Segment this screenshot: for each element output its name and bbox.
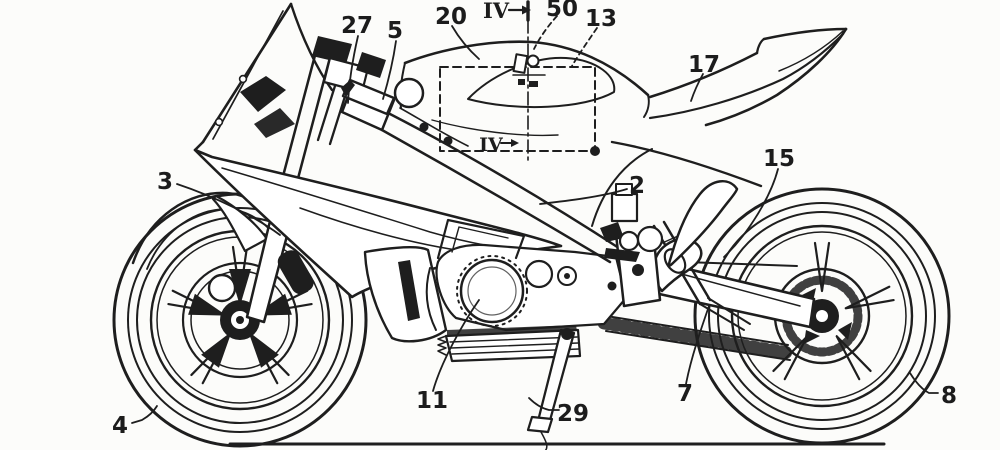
- part-label-50: 50: [546, 0, 578, 22]
- screen-rivet: [214, 117, 224, 127]
- part-labels: 27 5 20 IV 50 13 17 15 2 3 11 29 7 8 4 I…: [112, 0, 957, 439]
- part-label-13: 13: [585, 6, 617, 32]
- leader-lines: [131, 15, 939, 424]
- part-label-27: 27: [341, 13, 373, 39]
- section-iv-markers: [439, 0, 596, 164]
- part-label-2: 2: [629, 173, 645, 199]
- windscreen: [193, 2, 334, 152]
- rear-wheel: [693, 187, 951, 445]
- engine: [425, 218, 630, 363]
- part-label-3: 3: [157, 169, 173, 195]
- inspection-dashed-box: [439, 66, 596, 152]
- part-label-7: 7: [677, 381, 693, 407]
- front-brake-caliper: [277, 250, 314, 295]
- part-label-20: 20: [435, 4, 467, 30]
- crankcase-cover: [459, 258, 525, 324]
- front-fender: [131, 191, 285, 270]
- screen-rivet: [238, 74, 248, 84]
- iv-arrow-top: [522, 5, 531, 15]
- section-label-iv-inner: IV: [479, 134, 504, 156]
- part-label-5: 5: [387, 18, 403, 44]
- bar-end: [393, 77, 425, 109]
- kickstand: [526, 328, 576, 450]
- part-label-15: 15: [763, 146, 795, 172]
- fuel-cap-detail: [512, 53, 546, 87]
- part-label-11: 11: [416, 388, 448, 414]
- belly-pan: [437, 325, 582, 363]
- front-brake-disc: [181, 261, 299, 379]
- part-label-8: 8: [941, 383, 957, 409]
- cable: [399, 107, 469, 147]
- subframe-blade: [667, 180, 739, 267]
- handlebar-controls: [312, 36, 600, 156]
- section-label-iv-top: IV: [483, 0, 510, 23]
- seat-tail-bodywork: [591, 27, 848, 227]
- part-label-29: 29: [557, 401, 589, 427]
- part-label-4: 4: [112, 413, 128, 439]
- iv-arrow-inner: [511, 139, 519, 147]
- part-label-17: 17: [688, 52, 720, 78]
